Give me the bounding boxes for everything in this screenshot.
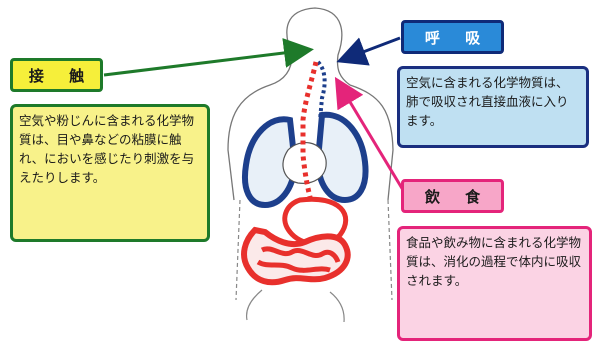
airway-path xyxy=(316,60,327,121)
body-lower-outline xyxy=(235,199,393,301)
left-lung xyxy=(242,116,299,209)
intestine-coils xyxy=(256,246,341,273)
contact-description: 空気や粉じんに含まれる化学物質は、目や鼻などの粘膜に触れ、においを感じたり刺激を… xyxy=(10,104,210,242)
eating-arrow xyxy=(334,76,405,191)
breathing-description: 空気に含まれる化学物質は、肺で吸収され直接血液に入ります。 xyxy=(397,66,589,148)
breathing-arrow xyxy=(336,36,401,66)
breathing-label: 呼 吸 xyxy=(401,20,504,54)
eating-description: 食品や飲み物に含まれる化学物質は、消化の過程で体内に吸収されます。 xyxy=(397,226,592,341)
contact-label: 接 触 xyxy=(10,58,103,92)
heart xyxy=(282,142,327,184)
eating-label: 飲 食 xyxy=(401,179,504,213)
contact-arrow xyxy=(103,38,314,77)
lower-body-lines xyxy=(245,289,345,323)
esophagus-path xyxy=(300,61,319,206)
right-lung xyxy=(314,111,369,204)
